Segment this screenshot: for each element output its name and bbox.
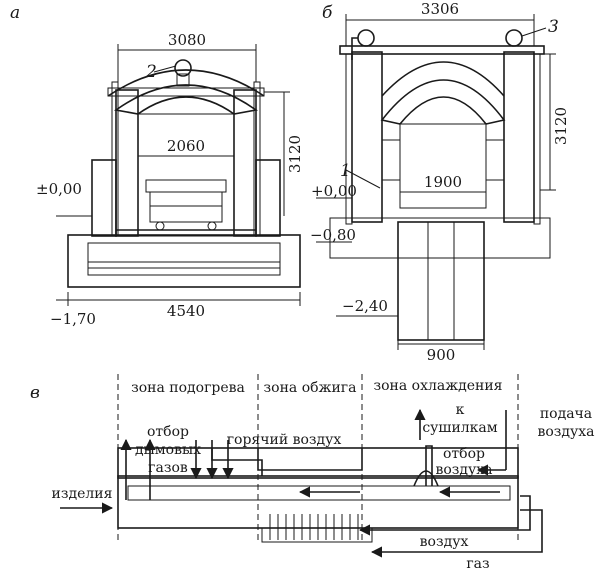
label-to-dryers-2: сушилкам	[422, 420, 497, 436]
section-a: 3080 2060 3120 4540 ±0,00 −1,70	[36, 31, 304, 328]
callout-1: 1	[340, 161, 351, 181]
dim-b-1900: 1900	[424, 173, 462, 191]
tunnel-channel	[127, 485, 511, 501]
kiln-car-a	[145, 179, 227, 193]
chamber-a	[137, 113, 235, 237]
label-air-take-2: воздуха	[435, 462, 492, 478]
pipe-3-left	[357, 29, 375, 47]
base-pit-inner	[87, 242, 281, 276]
dim-b-3306: 3306	[421, 0, 459, 18]
shaft-b	[397, 221, 485, 341]
level-b-zero: +0,00	[311, 182, 357, 200]
arch-vault	[113, 84, 259, 115]
dim-a-3080: 3080	[168, 31, 206, 49]
pipe-3-right	[505, 29, 523, 47]
arch-b	[380, 79, 506, 125]
callout-3: 3	[548, 17, 559, 37]
dim-a-2060: 2060	[167, 137, 205, 155]
pipe-2	[174, 59, 192, 77]
burner-bank	[261, 527, 373, 543]
label-products: изделия	[52, 486, 113, 502]
label-air-take-1: отбор	[443, 446, 485, 462]
foundation-b	[329, 217, 551, 259]
zone-cooling: зона охлаждения	[373, 378, 502, 394]
label-air-supply: подача	[540, 406, 592, 422]
label-air-supply-2: воздуха	[537, 424, 594, 440]
dim-a-3120: 3120	[286, 135, 304, 173]
dim-a-4540: 4540	[167, 302, 205, 320]
level-b-240: −2,40	[342, 297, 388, 315]
label-hot-air: горячий воздух	[227, 432, 342, 448]
label-flue-2: дымовых	[135, 442, 201, 458]
panel-label-b: б	[322, 3, 333, 23]
base-pit	[67, 234, 301, 288]
right-wall-b	[503, 51, 535, 223]
section-b: 3306 3120 1900 +0,00 −0,80 −2,40 900	[310, 0, 570, 364]
level-a-zero: ±0,00	[36, 180, 82, 198]
label-to-dryers: к	[456, 402, 465, 418]
panel-label-a: а	[10, 3, 20, 23]
scheme-c: зона подогрева зона обжига зона охлажден…	[52, 374, 595, 572]
dim-b-3120: 3120	[552, 107, 570, 145]
zone-firing: зона обжига	[264, 380, 357, 396]
label-gas: газ	[466, 556, 489, 572]
level-b-080: −0,80	[310, 226, 356, 244]
dim-b-900: 900	[427, 346, 456, 364]
label-flue-1: отбор	[147, 424, 189, 440]
callout-2: 2	[145, 62, 157, 82]
label-flue-3: газов	[148, 460, 188, 476]
zone-preheat: зона подогрева	[131, 380, 245, 396]
label-air: воздух	[420, 534, 469, 550]
panel-label-v: в	[30, 383, 40, 403]
level-a-minus: −1,70	[50, 310, 96, 328]
chamber-b	[399, 123, 487, 209]
